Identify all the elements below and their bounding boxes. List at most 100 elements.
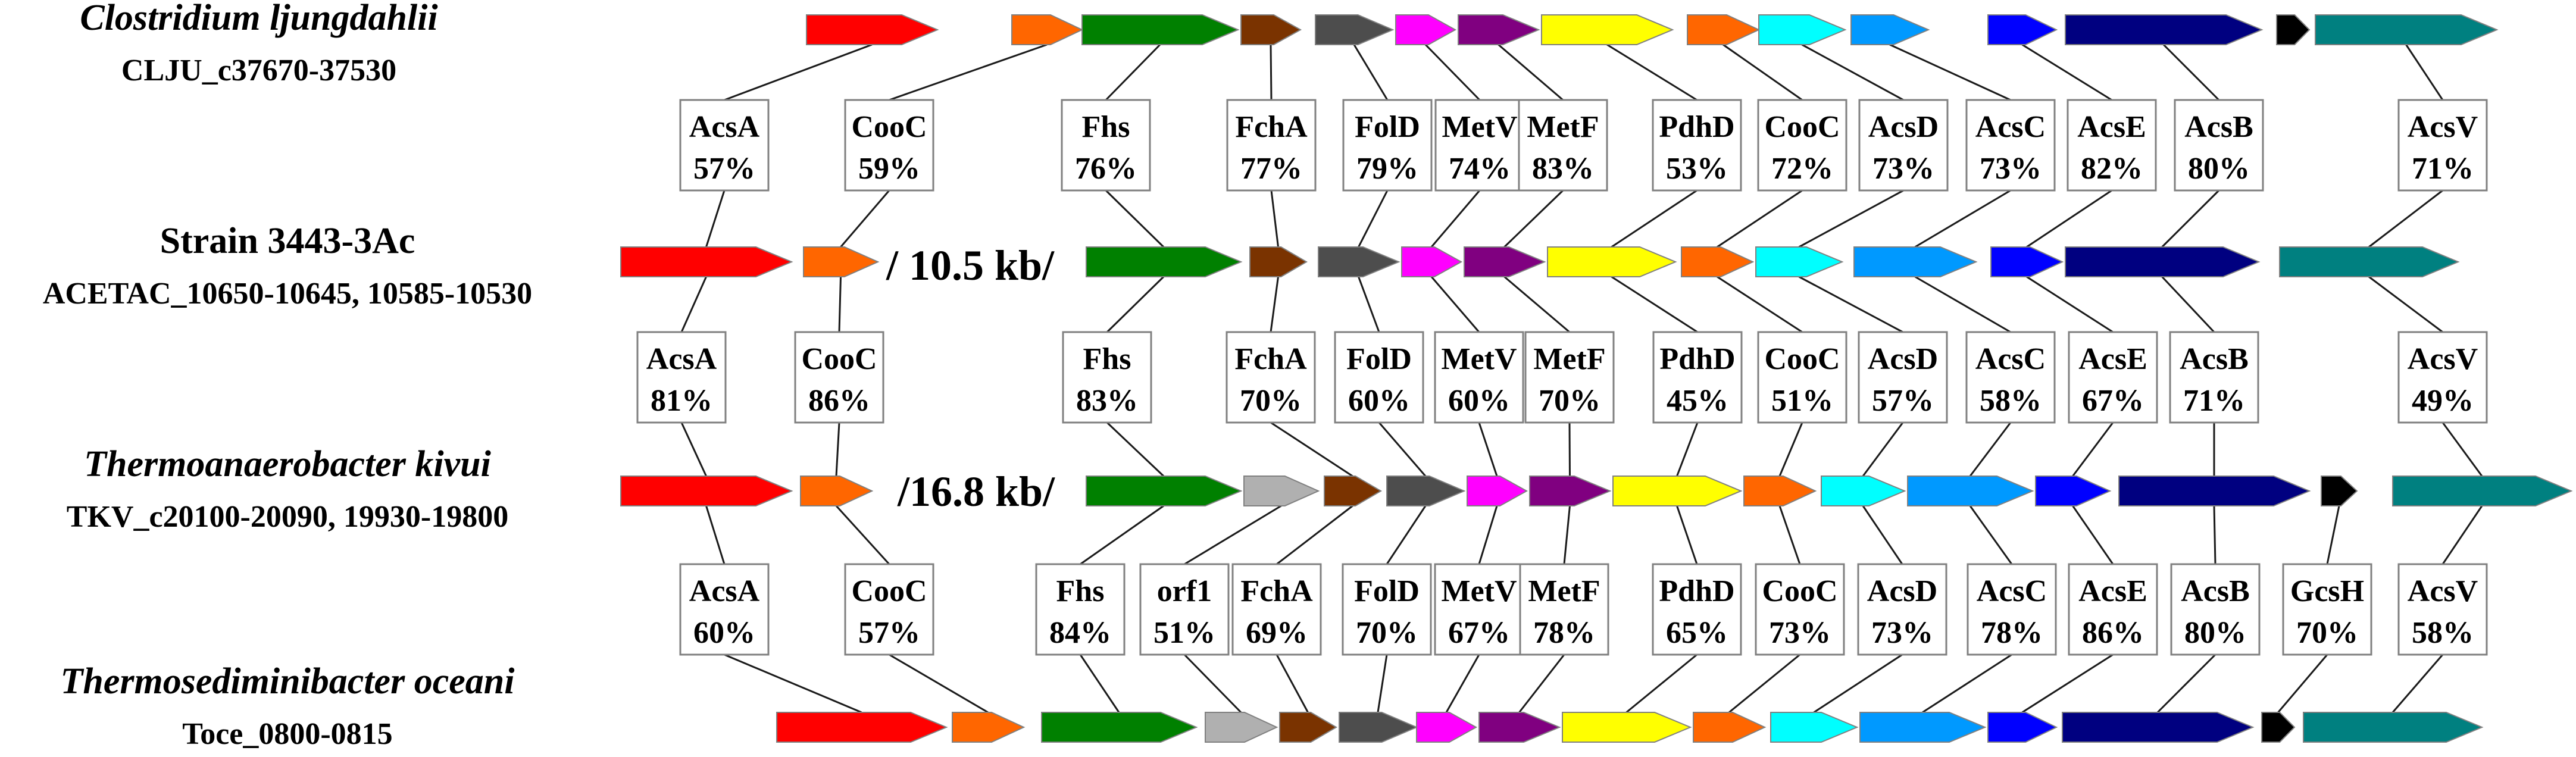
identity-percent-1-8: 51%: [1771, 384, 1833, 418]
identity-box-2-6: [1434, 563, 1524, 656]
connector-down-2-8: [1625, 653, 1697, 714]
identity-percent-0-3: 77%: [1240, 152, 1302, 186]
identity-percent-1-9: 57%: [1872, 384, 1934, 418]
connector-down-0-8: [1717, 189, 1803, 248]
identity-box-1-11: [2068, 331, 2158, 424]
connector-up-0-10: [1889, 43, 2011, 101]
gene-arrow-toce-gcsh-14: [2261, 712, 2296, 743]
identity-box-2-8: [1652, 563, 1742, 656]
connector-down-0-2: [1105, 189, 1165, 248]
gene-arrow-toce-acsb-13: [2062, 712, 2255, 743]
identity-gene-name-0-13: AcsV: [2408, 110, 2478, 144]
identity-box-2-0: [679, 563, 770, 656]
identity-box-1-9: [1858, 331, 1948, 424]
connector-down-0-4: [1358, 190, 1389, 248]
connector-up-2-14: [2326, 505, 2340, 565]
identity-percent-2-12: 86%: [2082, 616, 2144, 650]
connector-up-1-5: [1430, 276, 1480, 333]
connector-down-2-9: [1728, 653, 1800, 714]
connector-up-2-3: [1184, 505, 1282, 565]
connector-up-2-9: [1778, 505, 1801, 565]
identity-box-0-1: [844, 99, 934, 192]
gene-arrow-acet-fcha-3: [1249, 246, 1308, 277]
connector-down-2-15: [2391, 654, 2444, 713]
identity-gene-name-0-7: PdhD: [1659, 110, 1734, 144]
connector-up-2-6: [1478, 505, 1498, 565]
gene-arrow-acet-fold-4: [1318, 246, 1400, 277]
identity-box-0-8: [1757, 99, 1847, 192]
organism-locus-acet: ACETAC_10650-10645, 10585-10530: [43, 277, 532, 311]
gene-arrow-clju-pdhd-7: [1541, 14, 1674, 45]
connector-down-0-7: [1611, 189, 1697, 248]
homology-connectors: [680, 43, 2483, 714]
connector-up-0-13: [2405, 44, 2444, 101]
connector-down-1-9: [1862, 422, 1904, 477]
identity-gene-name-1-2: Fhs: [1083, 342, 1131, 376]
identity-gene-name-1-1: CooC: [801, 342, 877, 376]
identity-percent-2-1: 57%: [858, 616, 920, 650]
identity-percent-2-6: 67%: [1448, 616, 1510, 650]
identity-gene-name-2-14: GcsH: [2290, 574, 2364, 608]
connector-down-2-14: [2277, 654, 2328, 713]
identity-labels: AcsA57%CooC59%Fhs76%FchA77%FolD79%MetV74…: [636, 99, 2488, 656]
gene-arrow-tkv-acse-12: [2035, 476, 2112, 506]
identity-percent-0-6: 83%: [1532, 152, 1594, 186]
connector-up-2-2: [1080, 505, 1164, 565]
connector-down-1-13: [2441, 422, 2483, 477]
identity-gene-name-0-6: MetF: [1527, 110, 1599, 144]
gene-arrow-tkv-acsa-0: [620, 476, 793, 506]
connector-up-1-4: [1358, 276, 1380, 333]
identity-box-0-4: [1342, 99, 1433, 192]
connector-down-1-4: [1378, 422, 1427, 477]
identity-box-2-12: [2068, 563, 2158, 656]
identity-box-2-10: [1857, 563, 1947, 656]
identity-percent-0-8: 72%: [1771, 152, 1833, 186]
connector-up-0-6: [1498, 43, 1564, 101]
identity-percent-1-6: 70%: [1539, 384, 1600, 418]
identity-box-0-12: [2174, 99, 2264, 192]
identity-box-0-7: [1652, 99, 1742, 192]
connector-up-1-10: [1914, 276, 2011, 333]
gene-arrow-toce-metf-7: [1478, 712, 1561, 743]
gene-arrow-clju-acsd-9: [1758, 14, 1847, 45]
connector-up-1-7: [1611, 276, 1698, 333]
connector-down-1-1: [835, 422, 840, 477]
connector-up-1-3: [1270, 276, 1279, 333]
identity-percent-0-9: 73%: [1872, 152, 1934, 186]
identity-percent-1-0: 81%: [651, 384, 712, 418]
connector-down-2-6: [1445, 654, 1480, 713]
identity-percent-1-1: 86%: [808, 384, 870, 418]
connector-up-0-5: [1424, 43, 1481, 101]
identity-percent-2-13: 80%: [2184, 616, 2246, 650]
identity-gene-name-1-4: FolD: [1346, 342, 1412, 376]
gene-arrow-clju-metv-5: [1395, 14, 1457, 45]
gap-marker-tkv: /16.8 kb/: [897, 468, 1055, 515]
identity-box-2-9: [1755, 563, 1845, 656]
identity-gene-name-1-6: MetF: [1533, 342, 1605, 376]
identity-percent-0-4: 79%: [1356, 152, 1418, 186]
connector-up-2-10: [1862, 505, 1903, 565]
gene-arrow-toce-cooc2-9: [1693, 712, 1767, 743]
identity-box-2-1: [844, 563, 934, 656]
identity-box-1-12: [2169, 331, 2259, 424]
identity-percent-2-3: 51%: [1153, 616, 1215, 650]
gene-arrow-toce-metv-6: [1416, 712, 1478, 743]
identity-percent-1-5: 60%: [1448, 384, 1510, 418]
gene-rows: [620, 14, 2573, 743]
connector-up-0-7: [1606, 43, 1697, 101]
identity-percent-1-2: 83%: [1076, 384, 1138, 418]
connector-up-1-9: [1798, 276, 1903, 333]
identity-gene-name-0-0: AcsA: [689, 110, 760, 144]
identity-percent-2-8: 65%: [1666, 616, 1728, 650]
organism-locus-tkv: TKV_c20100-20090, 19930-19800: [67, 500, 508, 534]
connector-down-2-2: [1079, 654, 1120, 713]
identity-gene-name-1-7: PdhD: [1659, 342, 1735, 376]
identity-box-1-4: [1334, 331, 1424, 424]
identity-percent-2-9: 73%: [1769, 616, 1831, 650]
identity-gene-name-0-5: MetV: [1442, 110, 1517, 144]
identity-box-2-4: [1231, 563, 1322, 656]
gene-arrow-tkv-pdhd-8: [1612, 476, 1743, 506]
connector-up-0-9: [1801, 43, 1904, 101]
connector-down-2-4: [1276, 654, 1309, 713]
identity-gene-name-2-3: orf1: [1157, 574, 1212, 608]
